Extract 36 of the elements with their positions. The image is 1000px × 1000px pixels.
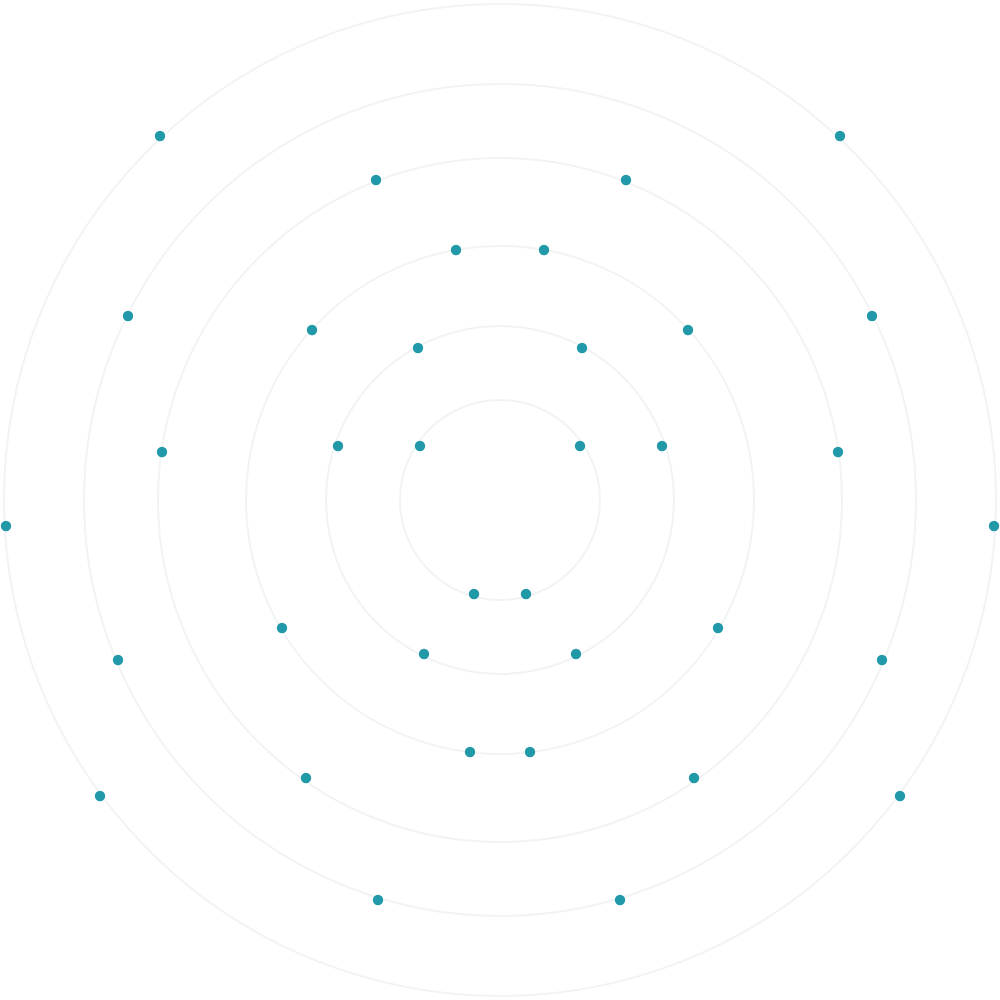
dot (276, 622, 288, 634)
dot (524, 746, 536, 758)
dot (300, 772, 312, 784)
dot (614, 894, 626, 906)
dot (832, 446, 844, 458)
dot (688, 772, 700, 784)
dot (576, 342, 588, 354)
dot (682, 324, 694, 336)
dot (370, 174, 382, 186)
dot (894, 790, 906, 802)
dot (656, 440, 668, 452)
dot (154, 130, 166, 142)
dot (414, 440, 426, 452)
dot (418, 648, 430, 660)
dot (988, 520, 1000, 532)
dot (372, 894, 384, 906)
dot (620, 174, 632, 186)
dot (712, 622, 724, 634)
dot (570, 648, 582, 660)
dot (306, 324, 318, 336)
dot (520, 588, 532, 600)
dot (112, 654, 124, 666)
dot (450, 244, 462, 256)
dot (468, 588, 480, 600)
dot (834, 130, 846, 142)
dot (0, 520, 12, 532)
dot (156, 446, 168, 458)
dot (94, 790, 106, 802)
dot (866, 310, 878, 322)
dot (876, 654, 888, 666)
dot (122, 310, 134, 322)
dot (332, 440, 344, 452)
dot (412, 342, 424, 354)
dot (464, 746, 476, 758)
dot (574, 440, 586, 452)
dot (538, 244, 550, 256)
